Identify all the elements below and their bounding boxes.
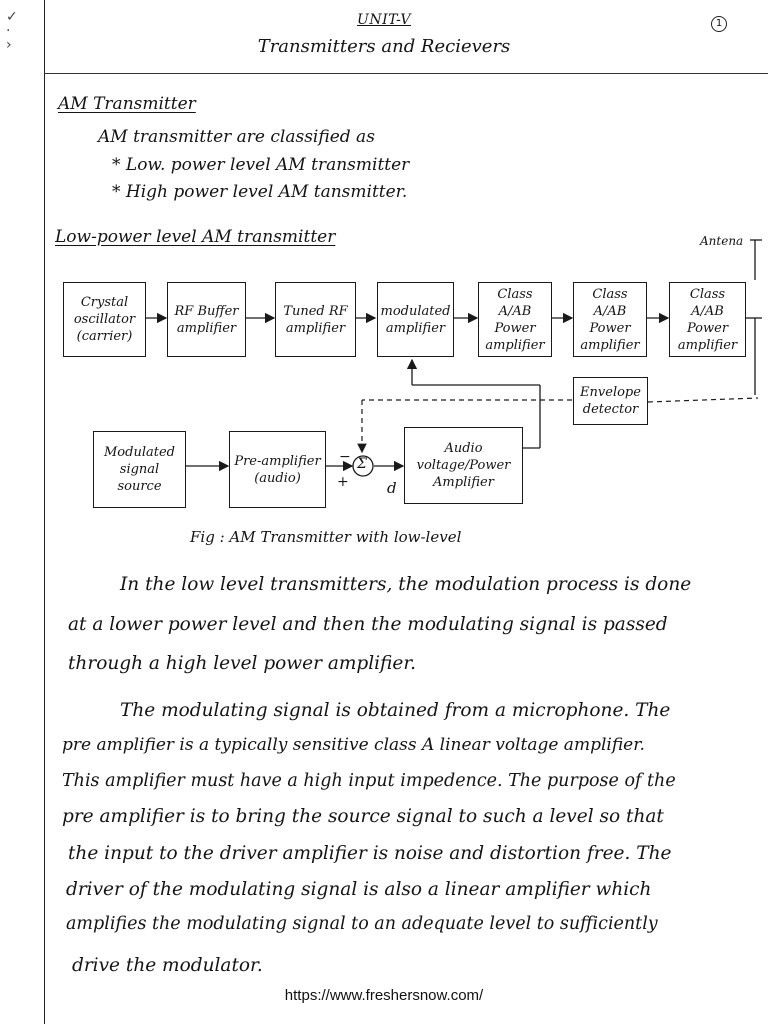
block-class-a-ab-power-amplifier-2: Class A/AB Power amplifier [573,282,647,357]
paragraph-line: In the low level transmitters, the modul… [120,574,692,595]
section-heading-low-power: Low-power level AM transmitter [55,227,336,247]
paragraph-line: pre amplifier is a typically sensitive c… [62,735,645,755]
antenna-label: Antena [700,234,744,248]
footer-url: https://www.freshersnow.com/ [284,987,484,1004]
bullet-item: * Low. power level AM transmitter [112,155,410,175]
paragraph-line: drive the modulator. [72,955,263,976]
bullet-item: * High power level AM tansmitter. [112,182,408,202]
block-crystal-oscillator: Crystal oscillator (carrier) [63,282,146,357]
intro-line: AM transmitter are classified as [98,127,375,147]
d-label: d [387,479,397,497]
block-tuned-rf-amplifier: Tuned RF amplifier [275,282,356,357]
paragraph-line: This amplifier must have a high input im… [62,771,676,791]
paragraph-line: The modulating signal is obtained from a… [120,700,671,721]
block-envelope-detector: Envelope detector [573,377,648,425]
page-title: Transmitters and Recievers [257,36,511,57]
unit-label: UNIT-V [357,12,411,28]
section-heading-am-transmitter: AM Transmitter [58,94,196,114]
minus-sign: − [339,449,351,465]
paragraph-line: driver of the modulating signal is also … [66,879,652,900]
block-audio-power-amplifier: Audio voltage/Power Amplifier [404,427,523,504]
block-modulated-signal-source: Modulated signal source [93,431,186,508]
paragraph-line: amplifies the modulating signal to an ad… [66,914,658,934]
block-modulated-amplifier: modulated amplifier [377,282,454,357]
paragraph-line: at a lower power level and then the modu… [68,614,668,635]
block-rf-buffer-amplifier: RF Buffer amplifier [167,282,246,357]
header-rule [44,73,768,74]
block-class-a-ab-power-amplifier-3: Class A/AB Power amplifier [669,282,746,357]
page-number-badge: 1 [711,16,727,32]
paragraph-line: pre amplifier is to bring the source sig… [62,806,664,827]
paragraph-line: the input to the driver amplifier is noi… [68,843,672,864]
corner-tick-marks: ✓·› [6,9,18,53]
plus-sign: + [337,474,349,490]
summing-junction-symbol: Σ [357,456,367,472]
block-class-a-ab-power-amplifier-1: Class A/AB Power amplifier [478,282,552,357]
page-margin-line [44,0,45,1024]
block-pre-amplifier: Pre-amplifier (audio) [229,431,326,508]
figure-caption: Fig : AM Transmitter with low-level [190,528,462,546]
paragraph-line: through a high level power amplifier. [68,653,417,674]
